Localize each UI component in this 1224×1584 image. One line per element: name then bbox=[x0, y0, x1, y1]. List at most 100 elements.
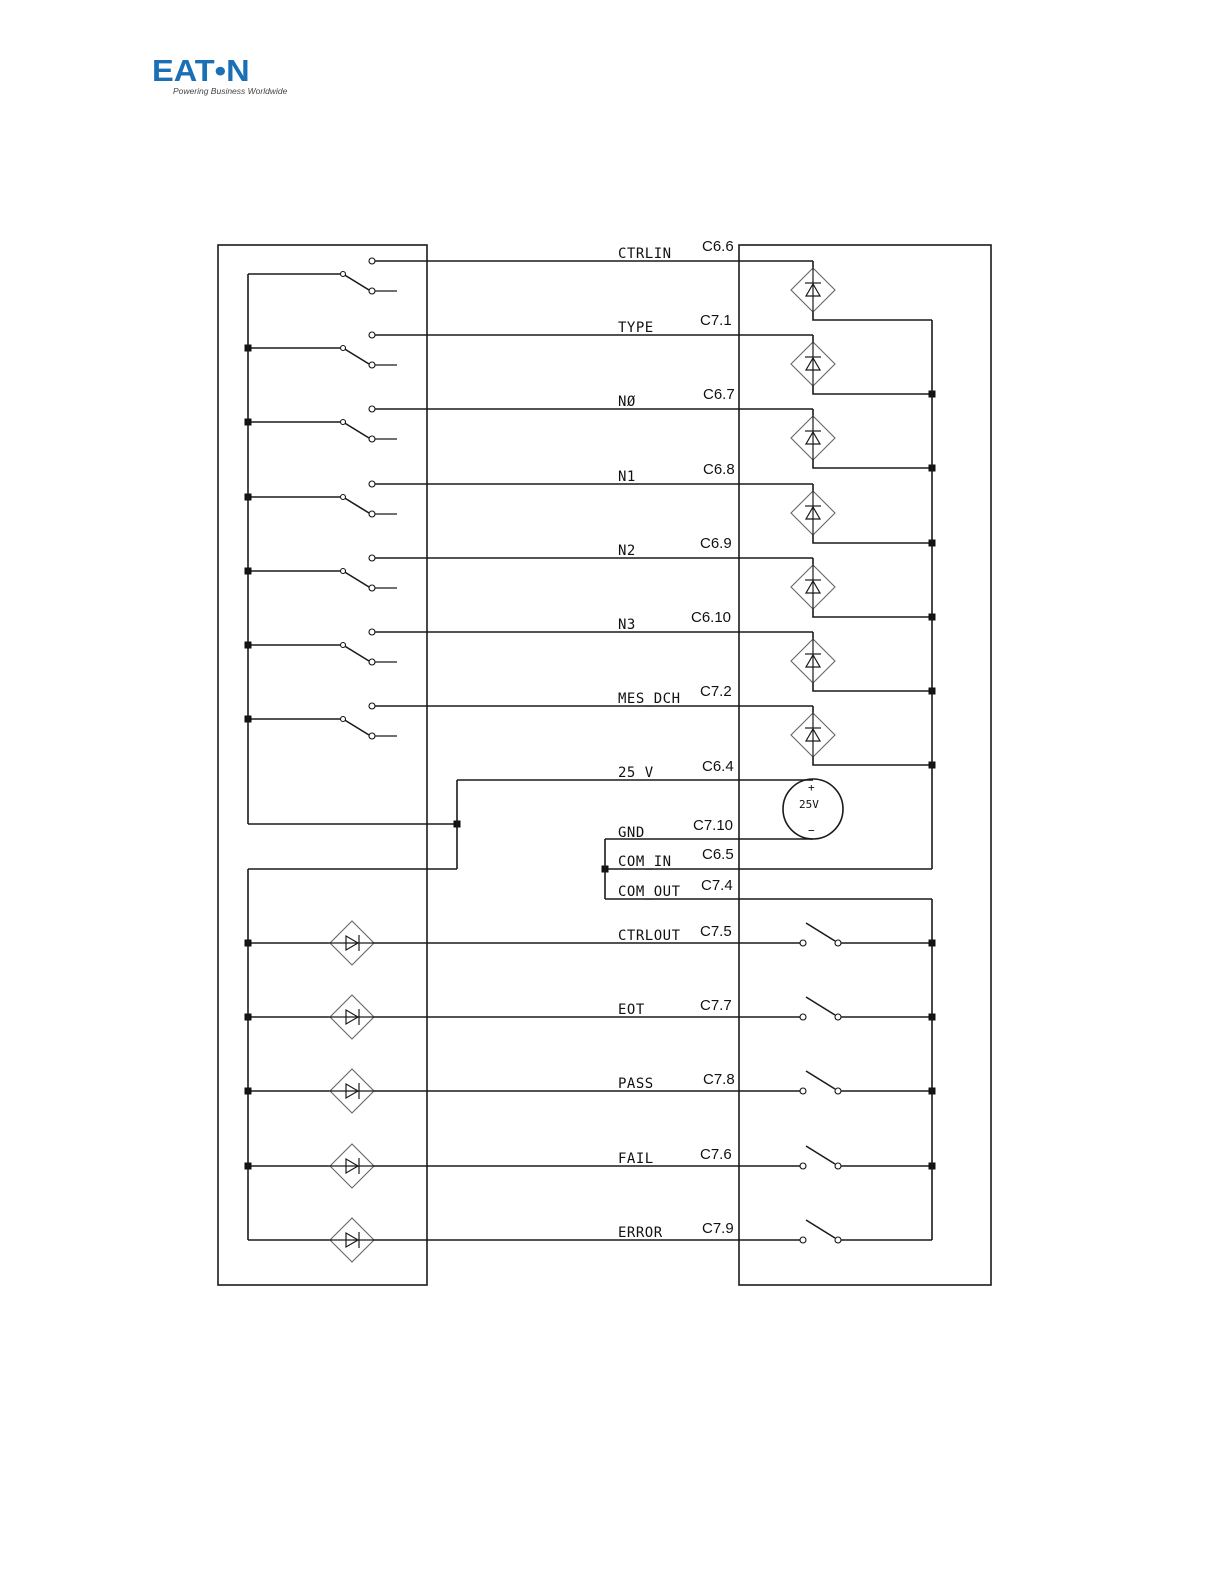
optocoupler-output bbox=[330, 921, 374, 965]
output-row-3: PASS C7.8 bbox=[245, 1069, 936, 1113]
switch-contact bbox=[369, 659, 375, 665]
pin-label: C6.5 bbox=[702, 846, 734, 863]
switch-contact bbox=[800, 940, 806, 946]
return-wire bbox=[813, 312, 932, 320]
switch-contact bbox=[835, 1014, 841, 1020]
pin-label: C6.10 bbox=[691, 609, 731, 626]
source-minus: − bbox=[808, 824, 815, 837]
signal-label: N3 bbox=[618, 617, 636, 633]
switch-blade bbox=[343, 274, 369, 290]
switch-pivot bbox=[341, 346, 346, 351]
switch-pivot bbox=[341, 569, 346, 574]
switch-blade bbox=[343, 645, 369, 661]
switch-contact bbox=[369, 481, 375, 487]
signal-label: PASS bbox=[618, 1076, 654, 1092]
switch-contact bbox=[369, 703, 375, 709]
switch-blade bbox=[343, 348, 369, 364]
switch-contact bbox=[369, 555, 375, 561]
switch-contact bbox=[835, 940, 841, 946]
pin-label: C7.9 bbox=[702, 1220, 734, 1237]
input-row-5: N2 C6.9 bbox=[245, 535, 936, 621]
return-wire bbox=[813, 683, 932, 691]
switch-blade bbox=[343, 719, 369, 735]
optocoupler-input bbox=[791, 416, 835, 460]
return-wire bbox=[813, 609, 932, 617]
switch-pivot bbox=[341, 272, 346, 277]
input-row-6: N3 C6.10 bbox=[245, 609, 936, 695]
pin-label: C7.6 bbox=[700, 1146, 732, 1163]
signal-label: MES_DCH bbox=[618, 691, 681, 707]
switch-contact bbox=[369, 258, 375, 264]
optocoupler-output bbox=[330, 995, 374, 1039]
output-row-4: FAIL C7.6 bbox=[245, 1144, 936, 1188]
optocoupler-input bbox=[791, 268, 835, 312]
optocoupler-input bbox=[791, 491, 835, 535]
left-device-box bbox=[218, 245, 427, 1285]
switch-blade bbox=[806, 1071, 835, 1089]
optocoupler-input bbox=[791, 639, 835, 683]
switch-blade bbox=[343, 422, 369, 438]
optocoupler-output bbox=[330, 1069, 374, 1113]
switch-blade bbox=[343, 571, 369, 587]
return-wire bbox=[813, 757, 932, 765]
switch-contact bbox=[369, 629, 375, 635]
switch-blade bbox=[806, 1146, 835, 1164]
switch-pivot bbox=[341, 420, 346, 425]
signal-label: N2 bbox=[618, 543, 636, 559]
pin-label: C6.9 bbox=[700, 535, 732, 552]
switch-contact bbox=[369, 362, 375, 368]
source-plus: + bbox=[808, 781, 815, 794]
pin-label: C6.8 bbox=[703, 461, 735, 478]
switch-contact bbox=[369, 332, 375, 338]
source-label: 25V bbox=[799, 798, 819, 811]
switch-pivot bbox=[341, 495, 346, 500]
signal-label: NØ bbox=[618, 394, 636, 410]
optocoupler-input bbox=[791, 565, 835, 609]
switch-pivot bbox=[341, 643, 346, 648]
switch-contact bbox=[835, 1088, 841, 1094]
output-row-1: CTRLOUT C7.5 bbox=[245, 921, 936, 965]
switch-contact bbox=[369, 436, 375, 442]
signal-label: CTRLOUT bbox=[618, 928, 681, 944]
switch-contact bbox=[800, 1088, 806, 1094]
signal-label: COM_OUT bbox=[618, 884, 681, 900]
pin-label: C6.4 bbox=[702, 758, 734, 775]
return-wire bbox=[813, 386, 932, 394]
switch-contact bbox=[369, 288, 375, 294]
signal-label: CTRLIN bbox=[618, 246, 672, 262]
signal-label: GND bbox=[618, 825, 645, 841]
input-row-7: MES_DCHC7.2 bbox=[245, 683, 936, 769]
switch-blade bbox=[806, 923, 835, 941]
optocoupler-output bbox=[330, 1218, 374, 1262]
switch-contact bbox=[369, 511, 375, 517]
pin-label: C6.7 bbox=[703, 386, 735, 403]
pin-label: C7.10 bbox=[693, 817, 733, 834]
switch-blade bbox=[343, 497, 369, 513]
pin-label: C6.6 bbox=[702, 238, 734, 255]
switch-blade bbox=[806, 997, 835, 1015]
switch-blade bbox=[806, 1220, 835, 1238]
signal-label: TYPE bbox=[618, 320, 654, 336]
switch-contact bbox=[369, 733, 375, 739]
signal-label: N1 bbox=[618, 469, 636, 485]
switch-contact bbox=[835, 1237, 841, 1243]
signal-label: FAIL bbox=[618, 1151, 654, 1167]
input-row-1: CTRLIN C6.6 bbox=[248, 238, 932, 320]
signal-label: 25 V bbox=[618, 765, 654, 781]
switch-contact bbox=[800, 1163, 806, 1169]
pin-label: C7.8 bbox=[703, 1071, 735, 1088]
optocoupler-output bbox=[330, 1144, 374, 1188]
return-wire bbox=[813, 535, 932, 543]
optocoupler-input bbox=[791, 342, 835, 386]
pin-label: C7.5 bbox=[700, 923, 732, 940]
optocoupler-input bbox=[791, 713, 835, 757]
pin-label: C7.4 bbox=[701, 877, 733, 894]
